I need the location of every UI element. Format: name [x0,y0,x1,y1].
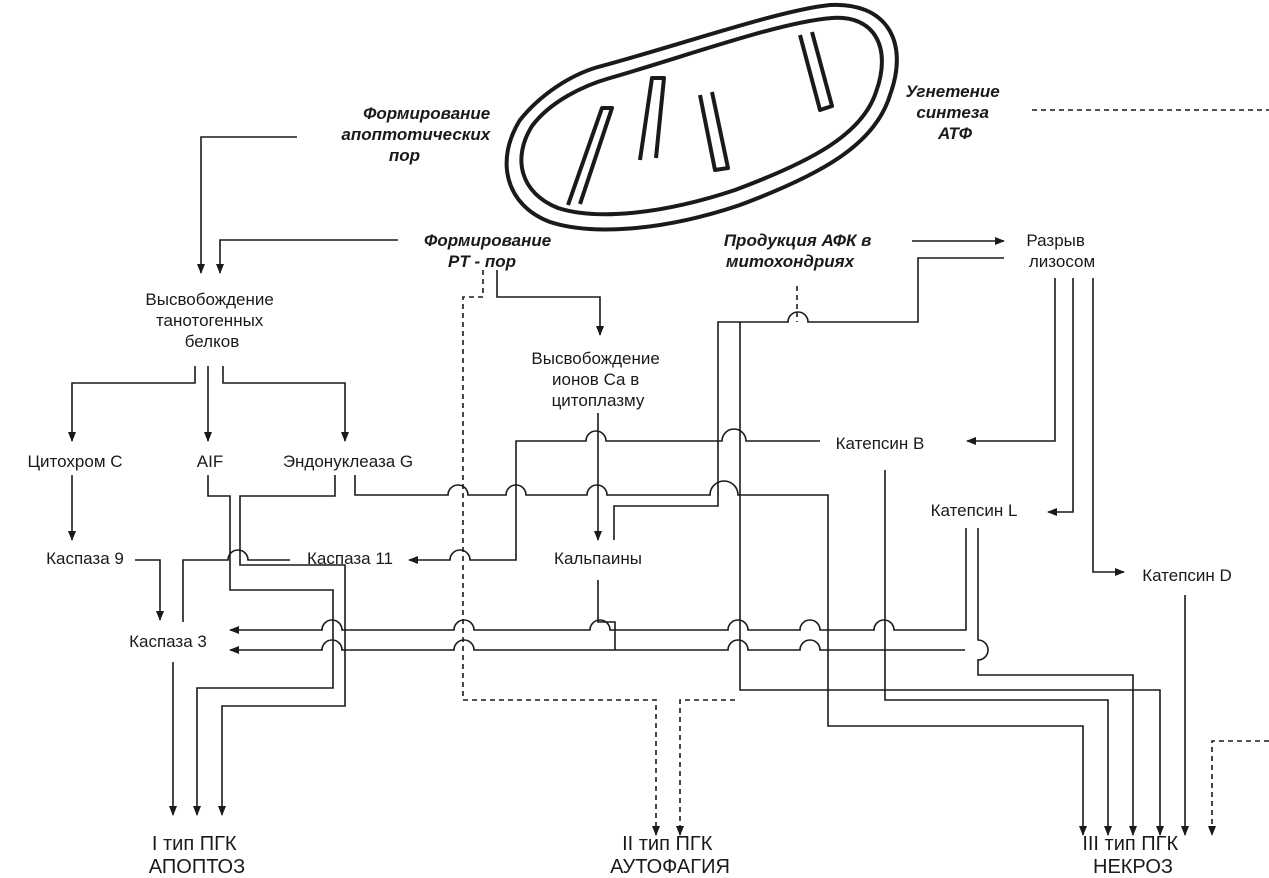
cathepsin-d: Катепсин D [1142,566,1232,585]
atp-inhibition-label: Угнетение синтеза АТФ [906,82,1005,143]
outcome-type1-apoptosis: I тип ПГК АПОПТОЗ [149,833,245,878]
ros-production-label: Продукция АФК в митохондриях [724,231,876,271]
mitochondrion-illustration [507,5,897,230]
calpains: Кальпаины [554,549,642,568]
apoptotic-pores-label: Формирование апоптотических пор [341,104,495,165]
outcome-type3-necrosis: III тип ПГК НЕКРОЗ [1082,833,1183,878]
cathepsin-b: Катепсин В [836,434,925,453]
release-ca-ions: Высвобождение ионов Са в цитоплазму [531,349,664,410]
connectors-caspases [72,475,345,815]
caspase-3: Каспаза 3 [129,632,207,651]
pt-pores-label: Формирование PT - пор [424,231,556,271]
aif: AIF [197,452,223,471]
cathepsin-l: Катепсин L [931,501,1018,520]
cytochrome-c: Цитохром С [27,452,122,471]
connectors-ros [614,241,1160,835]
outcome-type2-autophagy: II тип ПГК АУТОФАГИЯ [610,833,730,878]
connectors-release [72,137,398,441]
connectors-ca-calpain [355,270,1083,835]
endonuclease-g: Эндонуклеаза G [283,452,413,471]
caspase-9: Каспаза 9 [46,549,124,568]
release-thanatogenic-proteins: Высвобождение танотогенных белков [145,290,278,351]
lysosome-rupture: Разрыв лизосом [1026,231,1095,271]
